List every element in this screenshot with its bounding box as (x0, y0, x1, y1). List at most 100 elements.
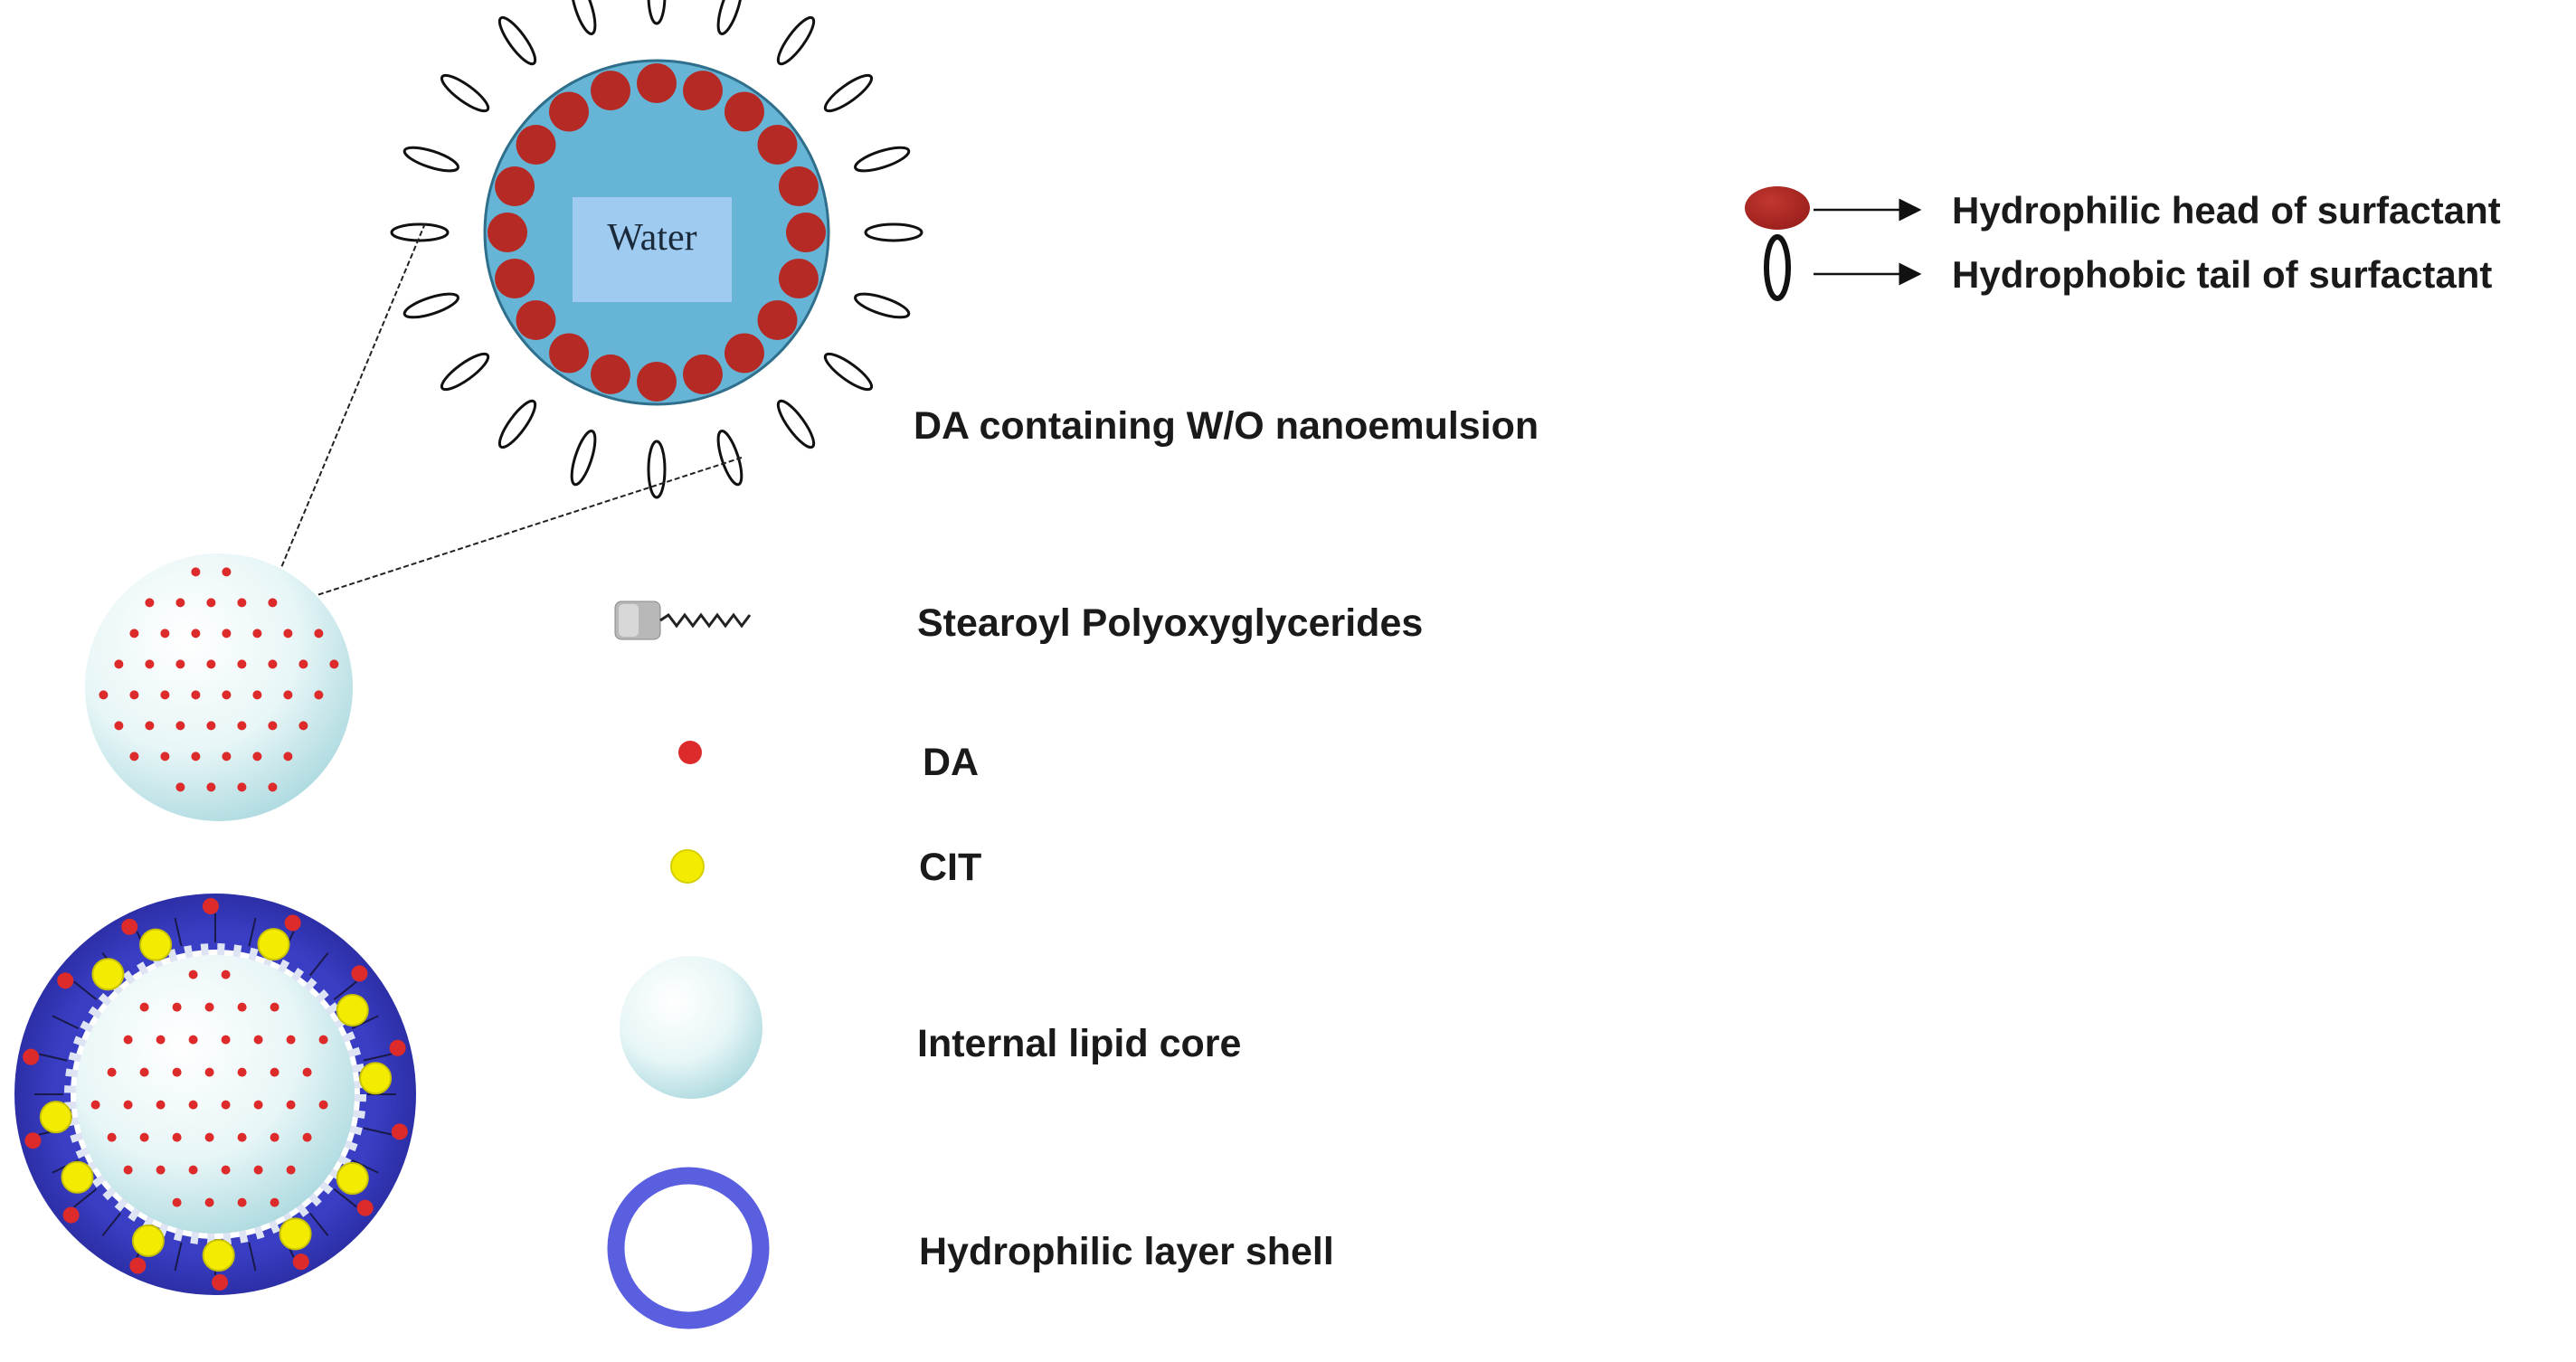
surfactant-tail (440, 352, 490, 392)
da-dot (204, 1197, 214, 1207)
surfactant-head (549, 91, 590, 132)
da-dot (204, 1067, 214, 1077)
surfactant-tail (402, 146, 459, 173)
da-dot (222, 752, 232, 761)
da-dot (252, 752, 262, 761)
surfactant-head (516, 125, 556, 166)
surfactant-tail (570, 430, 597, 487)
cit-dot (61, 1160, 94, 1194)
da-dot (389, 1039, 406, 1056)
surfactant-head (549, 333, 590, 374)
da-dot (268, 598, 278, 608)
da-dot (188, 969, 198, 979)
surfactant-tail (647, 0, 667, 25)
da-dot (160, 629, 170, 638)
da-dot (252, 629, 262, 638)
da-dot (237, 1067, 247, 1077)
da-dot (139, 1132, 149, 1142)
da-dot (160, 690, 170, 700)
surfactant-head (786, 213, 826, 252)
lipid-core-sphere (85, 553, 353, 821)
da-dot (90, 1100, 100, 1110)
da-dot (286, 1100, 296, 1110)
cit-dots (39, 928, 393, 1272)
surfactant-head (637, 63, 677, 103)
stearoyl-strand (73, 980, 98, 1001)
cit-dot (202, 1238, 235, 1272)
da-dot (145, 598, 155, 608)
stearoyl-strand (174, 917, 183, 947)
surfactant-tails (390, 0, 923, 499)
surfactant-head (682, 354, 723, 394)
da-dot (302, 1132, 312, 1142)
da-dot (237, 782, 247, 792)
stearoyl-strand (248, 1242, 257, 1272)
da-dot (107, 1067, 117, 1077)
da-dot (318, 1100, 328, 1110)
da-dot (222, 629, 232, 638)
stearoyl-strand (333, 1187, 357, 1208)
surfactant-head (591, 354, 631, 394)
surfactant-tail (716, 0, 743, 35)
da-dot (270, 1197, 279, 1207)
da-dot (237, 1132, 247, 1142)
da-dot (204, 1002, 214, 1012)
da-dot (202, 898, 219, 915)
internal-core-label: Internal lipid core (917, 1022, 1241, 1065)
da-dot (206, 598, 216, 608)
da-dot (286, 1035, 296, 1045)
da-dot (188, 1035, 198, 1045)
surfactant-head (495, 166, 535, 207)
cit-label: CIT (919, 846, 981, 889)
da-dot (268, 721, 278, 731)
da-dots-core (99, 567, 339, 792)
da-dot (286, 1165, 296, 1175)
da-dot (329, 659, 339, 669)
surfactant-heads (488, 63, 826, 402)
surfactant-tail (776, 15, 816, 66)
da-dot (206, 659, 216, 669)
cit-legend-dot (670, 849, 705, 884)
surfactant-head (778, 258, 819, 298)
da-dot (221, 1035, 231, 1045)
stearoyl-strand (351, 1159, 379, 1174)
da-dot (191, 752, 201, 761)
surfactant-head (516, 299, 556, 340)
hydrophilic-head-label: Hydrophilic head of surfactant (1952, 189, 2501, 232)
da-dot (160, 752, 170, 761)
da-dot (302, 1067, 312, 1077)
da-dot (221, 1100, 231, 1110)
surfactant-head (724, 91, 764, 132)
da-dot (188, 1100, 198, 1110)
nanoemulsion-droplet: Water (390, 0, 923, 499)
cit-dot (359, 1062, 393, 1095)
da-dot (191, 629, 201, 638)
zoom-line-right (269, 457, 743, 611)
cit-dot (39, 1101, 72, 1134)
cit-dot (257, 928, 290, 961)
da-dot (139, 1067, 149, 1077)
inner-lipid-core (76, 955, 355, 1234)
stearoyl-label: Stearoyl Polyoxyglycerides (917, 601, 1423, 645)
surfactant-tail (864, 222, 923, 242)
surfactant-tail (776, 399, 816, 449)
stearoyl-strand (363, 1053, 393, 1062)
surfactant-tail (440, 73, 490, 113)
surfactant-head (757, 299, 798, 340)
stearoyl-strand (248, 917, 257, 947)
da-dot (270, 1002, 279, 1012)
stearoyl-strand (308, 1212, 329, 1236)
da-dot (107, 1132, 117, 1142)
stearoyl-icon (614, 601, 752, 640)
da-dot (57, 972, 74, 989)
da-dot (206, 782, 216, 792)
surfactant-tail (497, 15, 537, 66)
surfactant-head (682, 71, 723, 111)
da-dot (270, 1132, 279, 1142)
cit-dot (91, 958, 125, 991)
stearoyl-strand (38, 1053, 68, 1062)
da-dot (268, 659, 278, 669)
da-dot (123, 1100, 133, 1110)
da-dots-inner-core (90, 969, 328, 1207)
da-dot (298, 659, 308, 669)
